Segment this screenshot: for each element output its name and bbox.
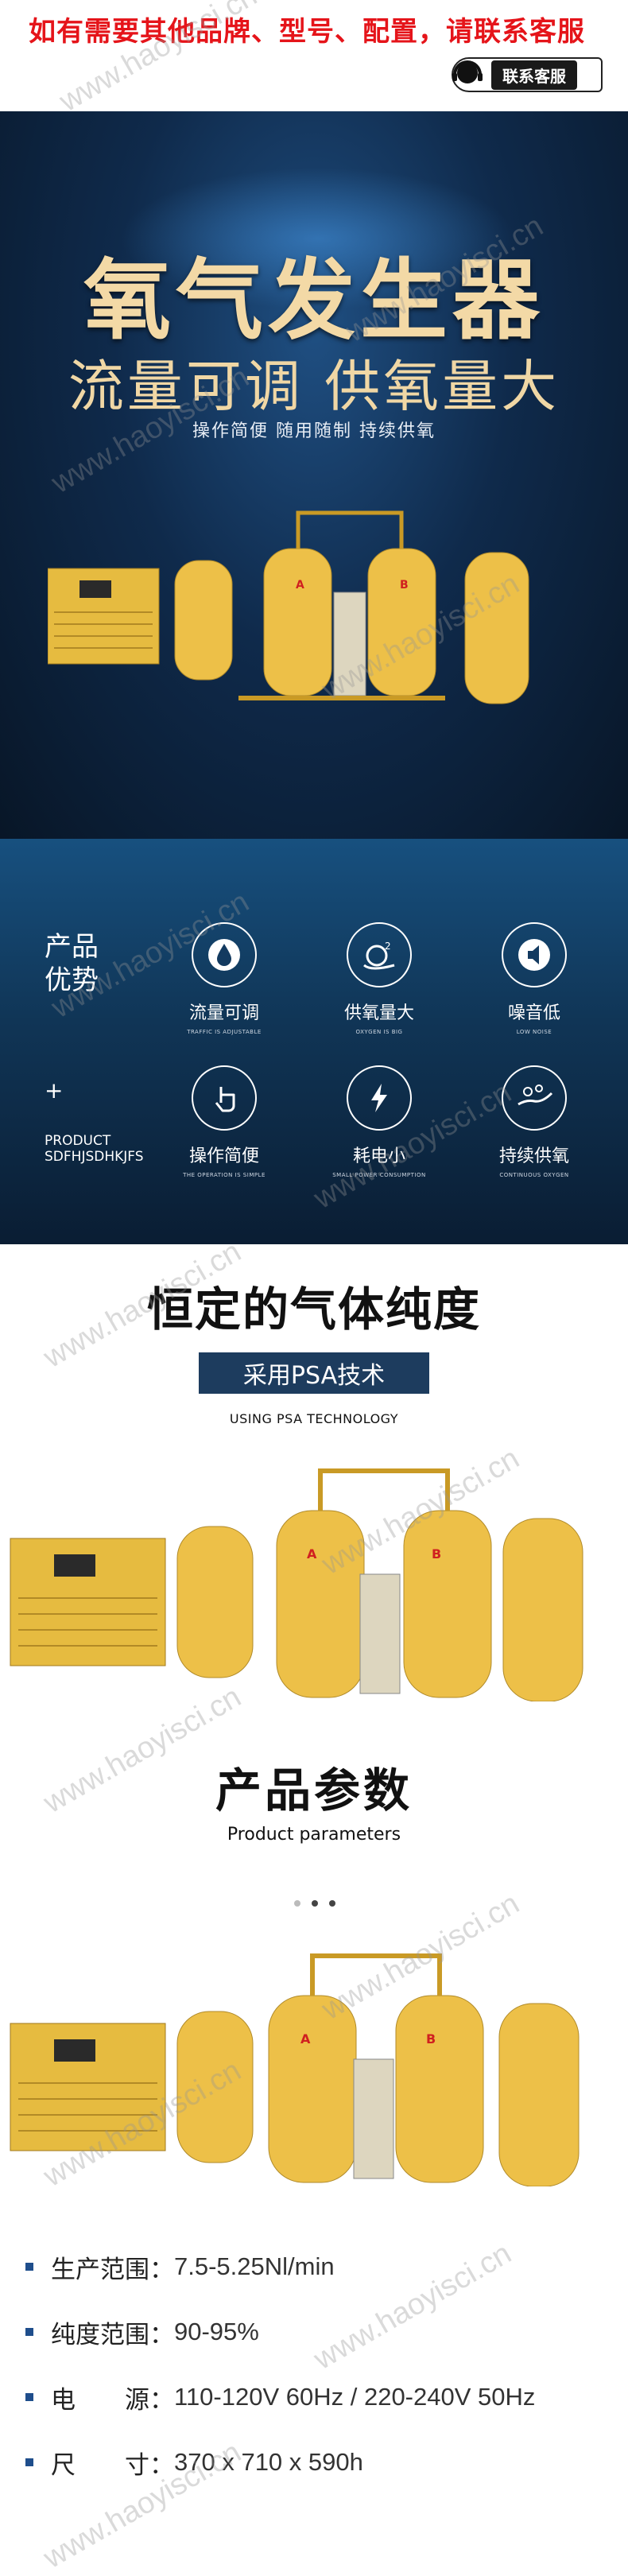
tank-b-label: B [432, 1546, 441, 1562]
advantage-label: 流量可调 [188, 1003, 259, 1023]
oxygen-flow-icon [502, 1065, 567, 1131]
advantage-label: 操作简便 [188, 1146, 259, 1166]
spec-value: 7.5-5.25Nl/min [174, 2252, 335, 2280]
product-code-line: SDFHJSDHKJFS [45, 1149, 144, 1165]
bullet-icon [25, 2458, 33, 2466]
contact-service-label: 联系客服 [491, 60, 577, 90]
spec-row: 纯度范围： 90-95% [25, 2299, 535, 2365]
bullet-icon [25, 2263, 33, 2271]
bullet-icon [25, 2328, 33, 2336]
advantage-en: SMALL POWER CONSUMPTION [332, 1172, 426, 1178]
advantage-en: THE OPERATION IS SIMPLE [183, 1172, 266, 1178]
spec-value: 90-95% [174, 2318, 259, 2345]
carousel-dot[interactable] [294, 1900, 300, 1907]
contact-service-button[interactable]: 联系客服 [452, 57, 603, 92]
top-banner: 如有需要其他品牌、型号、配置，请联系客服 联系客服 [0, 0, 628, 111]
customer-service-icon [448, 56, 487, 94]
advantage-oxygen-big: 2 供氧量大 OXYGEN IS BIG [320, 922, 439, 1035]
tank-b-label: B [426, 2031, 436, 2046]
lightning-icon [347, 1065, 412, 1131]
spec-key: 纯度范围： [51, 2320, 174, 2349]
carousel-dot[interactable] [329, 1900, 335, 1907]
advantage-label: 噪音低 [507, 1003, 560, 1023]
hero-glow [119, 167, 517, 310]
plus-sign: + [45, 1077, 64, 1104]
oxygen-generator-image: A B [10, 1953, 580, 2186]
hero-title: 氧气发生器 [83, 250, 545, 351]
advantage-en: CONTINUOUS OXYGEN [499, 1172, 569, 1178]
hero-tagline: 操作简便 随用随制 持续供氧 [192, 421, 436, 441]
params-english: Product parameters [227, 1825, 401, 1845]
carousel-dot[interactable] [312, 1900, 318, 1907]
bullet-icon [25, 2393, 33, 2401]
advantage-en: OXYGEN IS BIG [355, 1029, 403, 1035]
tank-a-label: A [300, 2031, 311, 2046]
advantage-low-noise: 噪音低 LOW NOISE [475, 922, 594, 1035]
hero-section: 氧气发生器 流量可调 供氧量大 操作简便 随用随制 持续供氧 A B [0, 111, 628, 839]
spec-row: 生产范围： 7.5-5.25Nl/min [25, 2234, 535, 2299]
spec-key: 生产范围： [51, 2255, 174, 2284]
purity-title: 恒定的气体纯度 [146, 1282, 481, 1336]
hero-subtitle: 流量可调 供氧量大 [68, 354, 560, 419]
oxygen-icon: 2 [347, 922, 412, 987]
speaker-icon [502, 922, 567, 987]
drop-icon [192, 922, 257, 987]
spec-list: 生产范围： 7.5-5.25Nl/min 纯度范围： 90-95% 电 源： 1… [25, 2234, 535, 2495]
advantage-simple-operation: 操作简便 THE OPERATION IS SIMPLE [165, 1065, 284, 1178]
svg-text:2: 2 [385, 941, 391, 952]
oxygen-generator-image: A B [10, 1468, 583, 1701]
advantage-en: TRAFFIC IS ADJUSTABLE [187, 1029, 262, 1035]
spec-value: 370 x 710 x 590h [174, 2448, 363, 2476]
tank-b-label: B [400, 579, 409, 592]
psa-english: USING PSA TECHNOLOGY [229, 1411, 399, 1426]
advantage-label: 耗电小 [352, 1146, 405, 1166]
advantage-flow-adjustable: 流量可调 TRAFFIC IS ADJUSTABLE [165, 922, 284, 1035]
spec-value: 110-120V 60Hz / 220-240V 50Hz [174, 2383, 536, 2411]
advantages-title: 产品优势 [45, 931, 99, 996]
advantage-label: 供氧量大 [343, 1003, 414, 1023]
advantages-section: 产品优势 + PRODUCT SDFHJSDHKJFS 流量可调 TRAFFIC… [0, 839, 628, 1244]
oxygen-generator-image: A B [48, 510, 529, 704]
tank-a-label: A [296, 579, 304, 592]
spec-row: 电 源： 110-120V 60Hz / 220-240V 50Hz [25, 2365, 535, 2430]
spec-key: 电 源： [51, 2385, 174, 2415]
contact-notice: 如有需要其他品牌、型号、配置，请联系客服 [29, 16, 585, 48]
advantage-low-power: 耗电小 SMALL POWER CONSUMPTION [320, 1065, 439, 1178]
carousel-dots [294, 1900, 335, 1907]
tank-a-label: A [307, 1546, 317, 1562]
params-title: 产品参数 [215, 1763, 413, 1818]
psa-tag: 采用PSA技术 [199, 1352, 429, 1394]
advantage-en: LOW NOISE [516, 1029, 552, 1035]
spec-key: 尺 寸： [51, 2450, 174, 2480]
product-code: PRODUCT SDFHJSDHKJFS [45, 1133, 144, 1165]
product-code-line: PRODUCT [45, 1133, 111, 1149]
hand-icon [192, 1065, 257, 1131]
spec-row: 尺 寸： 370 x 710 x 590h [25, 2430, 535, 2495]
advantage-continuous-oxygen: 持续供氧 CONTINUOUS OXYGEN [475, 1065, 594, 1178]
advantage-label: 持续供氧 [498, 1146, 569, 1166]
